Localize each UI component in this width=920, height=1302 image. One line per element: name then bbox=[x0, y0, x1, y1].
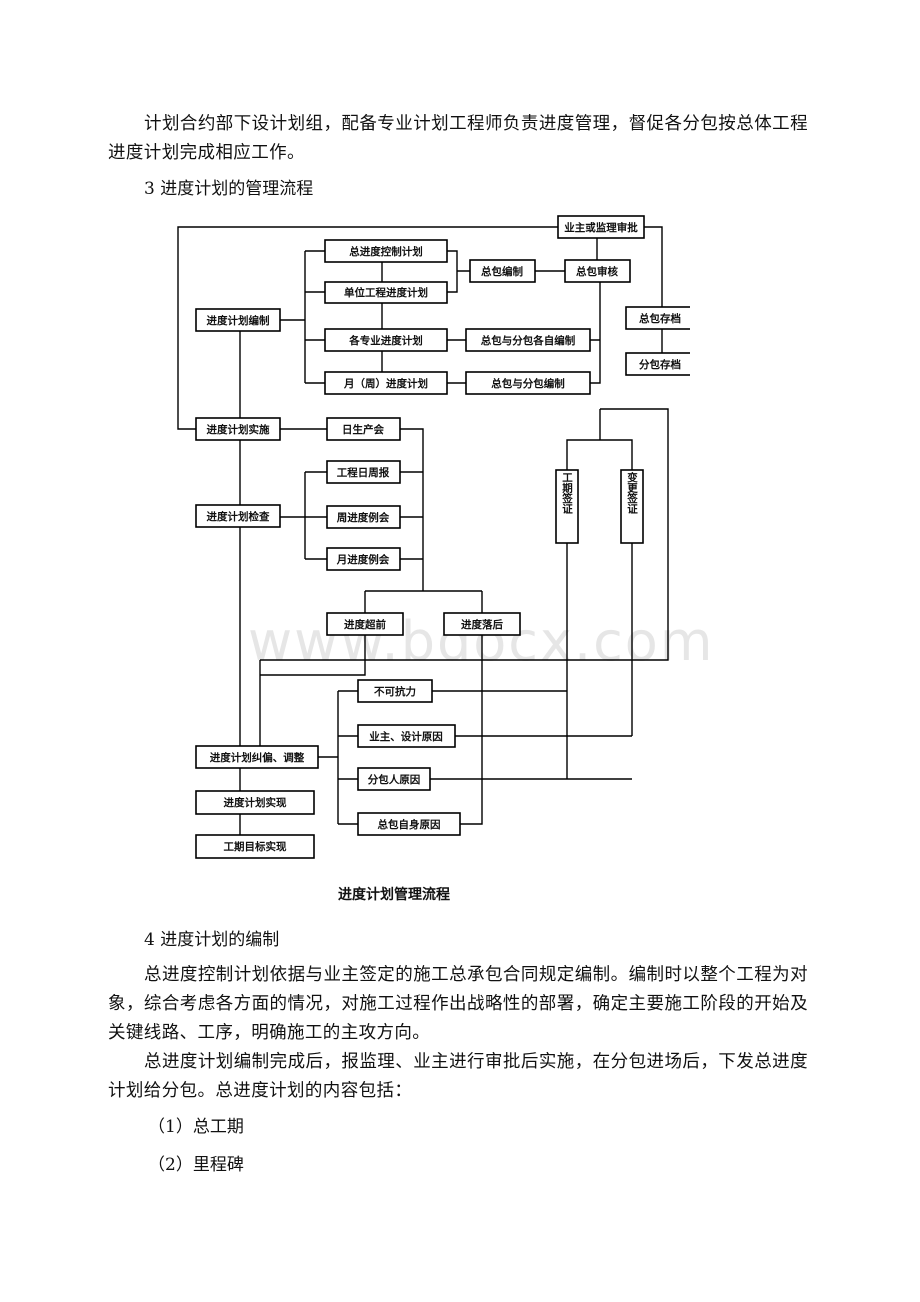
connector-ahead-to-adjust bbox=[260, 635, 366, 676]
connector-to-ahead-behind bbox=[364, 590, 483, 613]
node-project-goal: 工期目标实现 bbox=[195, 834, 315, 859]
node-plan-achieve-label: 进度计划实现 bbox=[224, 796, 287, 809]
node-force-majeure-label: 不可抗力 bbox=[374, 685, 416, 698]
node-owner-approval-label: 业主或监理审批 bbox=[564, 221, 638, 234]
node-gc-review-label: 总包审核 bbox=[576, 265, 618, 278]
node-plan-check: 进度计划检查 bbox=[195, 504, 281, 528]
node-schedule-ahead-label: 进度超前 bbox=[344, 618, 386, 631]
connector-approval-to-implement bbox=[177, 226, 558, 430]
node-plan-implement-label: 进度计划实施 bbox=[207, 423, 270, 436]
node-change-cert-label: 变更签证 bbox=[626, 471, 638, 515]
node-plan-adjust: 进度计划纠偏、调整 bbox=[195, 745, 319, 769]
node-change-cert: 变更签证 bbox=[620, 469, 644, 544]
node-gc-sub-compile-label: 总包与分包编制 bbox=[491, 377, 565, 390]
node-owner-design-reason-label: 业主、设计原因 bbox=[369, 730, 443, 743]
node-monthly-meeting: 月进度例会 bbox=[326, 547, 401, 571]
paragraph-after-preparation: 总进度计划编制完成后，报监理、业主进行审批后实施，在分包进场后，下发总进度计划给… bbox=[108, 1052, 808, 1101]
heading-plan-preparation: 4 进度计划的编制 bbox=[144, 930, 280, 950]
connector-certs-down bbox=[566, 543, 633, 779]
node-gc-sub-prepare-label: 总包与分包各自编制 bbox=[481, 334, 576, 347]
node-gc-prepare: 总包编制 bbox=[469, 259, 536, 283]
connector-approval-to-archive bbox=[644, 226, 663, 307]
node-specialty-schedule-label: 各专业进度计划 bbox=[348, 334, 423, 347]
connector-right-loop bbox=[260, 408, 669, 661]
connector-meetings-bracket bbox=[400, 428, 424, 591]
node-extension-cert: 工期签证 bbox=[555, 469, 579, 544]
node-sub-archive: 分包存档 bbox=[625, 352, 690, 376]
connector-causes-bracket bbox=[337, 690, 358, 825]
node-schedule-behind: 进度落后 bbox=[443, 612, 521, 636]
diagram-caption: 进度计划管理流程 bbox=[338, 887, 450, 903]
node-plan-prepare-label: 进度计划编制 bbox=[207, 314, 270, 327]
node-gc-sub-compile: 总包与分包编制 bbox=[465, 371, 591, 395]
node-gc-prepare-label: 总包编制 bbox=[481, 265, 523, 278]
paragraph-master-control: 总进度控制计划依据与业主签定的施工总承包合同规定编制。编制时以整个工程为对象，综… bbox=[108, 965, 808, 1043]
flow-diagram: 业主或监理审批 总进度控制计划 单位工程进度计划 各专业进度计划 月（周）进度计… bbox=[177, 215, 690, 859]
heading-management-process: 3 进度计划的管理流程 bbox=[144, 179, 314, 199]
node-project-weekly: 工程日周报 bbox=[326, 460, 401, 484]
list-item-total-duration: （1）总工期 bbox=[148, 1117, 244, 1137]
node-unit-schedule: 单位工程进度计划 bbox=[324, 281, 448, 304]
list-item-milestone: （2）里程碑 bbox=[148, 1155, 244, 1175]
node-extension-cert-label: 工期签证 bbox=[561, 472, 573, 515]
node-plan-adjust-label: 进度计划纠偏、调整 bbox=[210, 751, 305, 764]
node-gc-own-reason-label: 总包自身原因 bbox=[378, 818, 441, 831]
node-monthly-schedule: 月（周）进度计划 bbox=[324, 371, 448, 395]
node-monthly-meeting-label: 月进度例会 bbox=[336, 553, 390, 566]
node-schedule-ahead: 进度超前 bbox=[326, 612, 404, 636]
node-project-weekly-label: 工程日周报 bbox=[337, 466, 390, 479]
paragraph-plan-group: 计划合约部下设计划组，配备专业计划工程师负责进度管理，督促各分包按总体工程进度计… bbox=[108, 114, 808, 163]
node-gc-own-reason: 总包自身原因 bbox=[357, 812, 461, 836]
node-plan-achieve: 进度计划实现 bbox=[195, 790, 315, 815]
connector-bracket-arms bbox=[305, 250, 325, 384]
connector-certs-top bbox=[566, 439, 633, 470]
connector-side-to-review bbox=[590, 282, 601, 384]
node-gc-review: 总包审核 bbox=[564, 259, 631, 283]
node-gc-archive-label: 总包存档 bbox=[639, 312, 681, 325]
node-sub-reason-label: 分包人原因 bbox=[368, 773, 421, 786]
node-owner-design-reason: 业主、设计原因 bbox=[357, 724, 456, 748]
node-gc-sub-prepare: 总包与分包各自编制 bbox=[465, 328, 591, 352]
node-weekly-meeting: 周进度例会 bbox=[326, 505, 401, 529]
connector-schedules-to-gc bbox=[447, 250, 470, 293]
connector-schedules-to-side bbox=[447, 339, 466, 384]
node-force-majeure: 不可抗力 bbox=[357, 679, 433, 703]
flow-connectors bbox=[177, 226, 669, 835]
connector-check-bracket bbox=[280, 471, 327, 560]
node-unit-schedule-label: 单位工程进度计划 bbox=[344, 286, 428, 299]
node-specialty-schedule: 各专业进度计划 bbox=[324, 328, 448, 352]
node-plan-check-label: 进度计划检查 bbox=[207, 510, 270, 523]
node-monthly-schedule-label: 月（周）进度计划 bbox=[343, 377, 428, 390]
connector-behind-to-own bbox=[460, 635, 483, 825]
node-project-goal-label: 工期目标实现 bbox=[224, 840, 287, 853]
node-master-schedule-label: 总进度控制计划 bbox=[349, 245, 423, 258]
node-master-schedule: 总进度控制计划 bbox=[324, 239, 448, 263]
node-weekly-meeting-label: 周进度例会 bbox=[337, 511, 390, 524]
node-plan-prepare: 进度计划编制 bbox=[195, 308, 281, 332]
node-sub-archive-label: 分包存档 bbox=[639, 358, 681, 371]
node-schedule-behind-label: 进度落后 bbox=[461, 618, 503, 631]
node-daily-meeting: 日生产会 bbox=[326, 417, 401, 441]
node-daily-meeting-label: 日生产会 bbox=[342, 423, 384, 436]
node-plan-implement: 进度计划实施 bbox=[195, 417, 281, 441]
node-sub-reason: 分包人原因 bbox=[357, 767, 431, 791]
node-gc-archive: 总包存档 bbox=[625, 306, 690, 330]
node-owner-approval: 业主或监理审批 bbox=[557, 215, 645, 239]
connector-causes-to-certs bbox=[430, 690, 632, 780]
